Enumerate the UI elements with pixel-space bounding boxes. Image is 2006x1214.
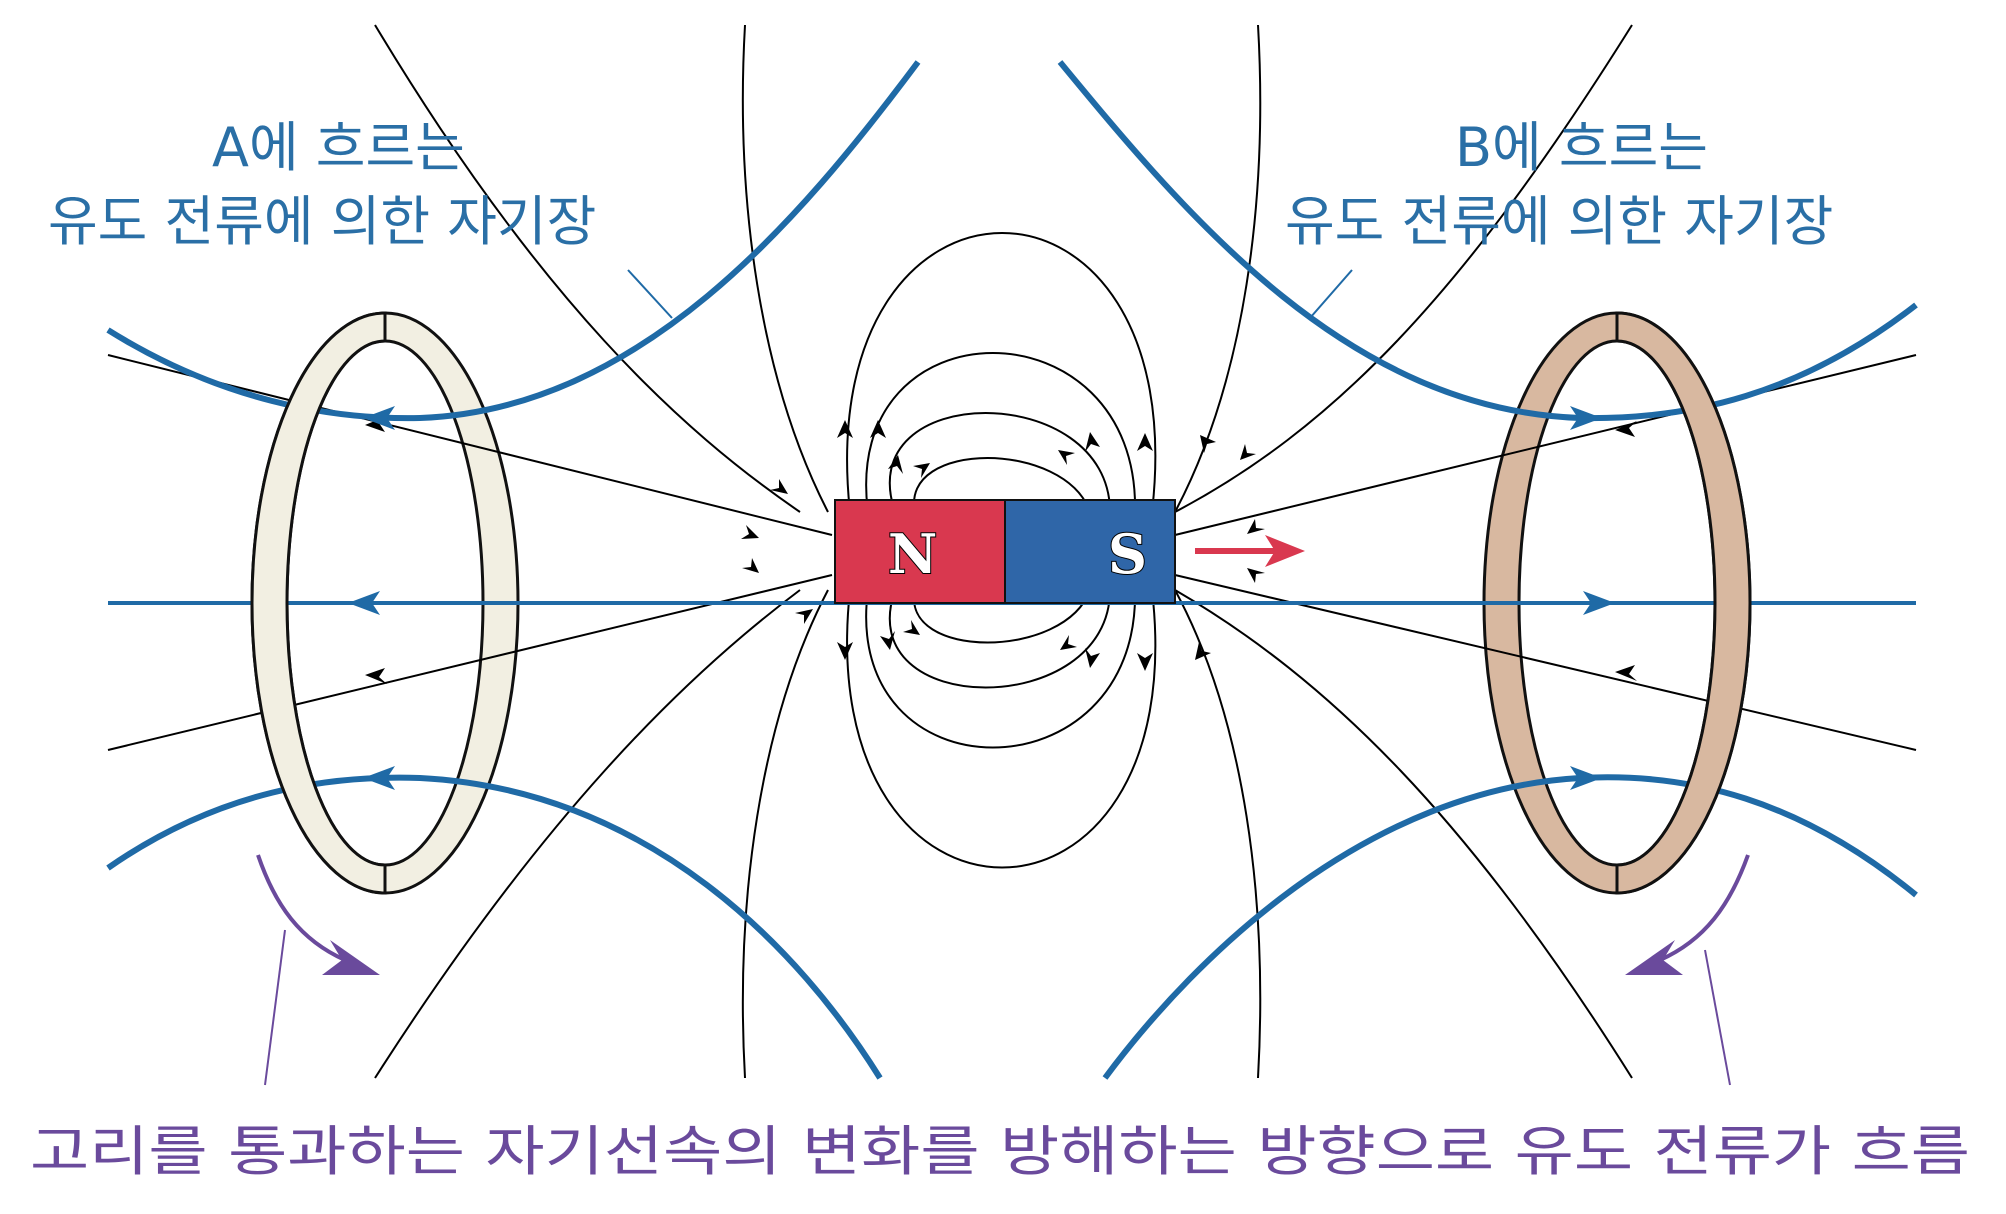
field-line-open-7 [374,589,801,1079]
field-line-loop-top-4 [846,232,1157,513]
far-arrow-2 [365,668,387,684]
induced-arrow-a-bottom [363,766,395,790]
induced-b-top [1057,60,1918,422]
ring-b-front [1615,311,1752,895]
field-arrow-22 [795,609,813,624]
magnet-north [834,499,1006,604]
field-arrow-13 [1247,519,1265,534]
field-arrow-7 [1137,433,1153,451]
induced-arrow-b-top [1570,406,1602,430]
field-arrow-9 [1240,444,1256,460]
field-line-open-2 [1174,24,1262,513]
induced-a-top [106,60,921,422]
field-arrow-21 [1195,642,1211,660]
induced-arrow-b-bottom [1570,766,1602,790]
field-arrow-1 [837,420,853,438]
field-line-open-5 [741,589,829,1079]
field-arrow-4 [913,463,930,478]
field-arrow-14 [1247,568,1265,583]
field-line-loop-bottom-4 [846,589,1157,869]
caption-leader-a [264,929,286,1086]
motion-arrow-head [1265,535,1305,567]
induced-field-arrows [348,406,1615,790]
south-pole-label: S [1108,522,1147,586]
field-arrow-15 [837,642,853,660]
current-arrows [256,854,1750,1086]
field-arrow-16 [880,631,895,650]
field-line-open-6 [1174,589,1262,1079]
induced-arrow-a-top [363,406,395,430]
bar-magnet: N S [834,499,1176,604]
ring-a-front-arc [250,311,387,895]
current-arrow-b [1659,854,1750,962]
current-arrow-a [256,854,346,962]
field-line-open-3 [374,24,801,513]
north-pole-label: N [888,522,937,586]
field-line-open-8 [1174,589,1633,1079]
field-line-horiz-3 [1174,354,1917,536]
current-arrow-b-head [1625,940,1683,975]
field-line-loop-top-2 [888,412,1111,513]
induced-arrow-b-axis [1583,591,1615,615]
field-arrow-19 [1085,648,1100,668]
field-arrow-18 [1060,635,1077,650]
field-arrow-3 [888,455,903,474]
field-arrow-12 [742,558,759,573]
motion-arrow [1195,535,1305,567]
field-line-open-1 [741,24,829,513]
induced-b-bottom [1102,774,1918,1080]
caption-leader-b [1704,949,1731,1086]
field-arrow-17 [903,620,920,635]
ring-a-front [250,311,387,895]
field-line-loop-top-3 [865,352,1137,513]
induced-a-bottom [106,774,883,1080]
field-arrow-5 [1058,450,1075,465]
ring-b-front-arc [1615,311,1752,895]
label-b-line1: B에 흐르는 [1455,116,1708,179]
field-line-loop-top-1 [913,457,1091,513]
label-b-line2: 유도 전류에 의한 자기장 [1285,190,1833,253]
label-a-line2: 유도 전류에 의한 자기장 [48,190,596,253]
field-arrow-6 [1085,432,1100,452]
caption: 고리를 통과하는 자기선속의 변화를 방해하는 방향으로 유도 전류가 흐름 [30,1120,1970,1183]
far-arrow-4 [1615,665,1637,681]
induced-arrow-a-axis [348,591,380,615]
field-arrow-2 [870,420,886,438]
label-b-leader [1309,269,1353,319]
field-line-open-4 [1174,24,1633,513]
magnet-field-arrows [741,420,1265,671]
field-arrow-20 [1137,653,1153,671]
label-a-leader [627,269,673,319]
field-arrow-11 [741,525,759,539]
field-line-loop-bottom-1 [913,589,1091,644]
far-arrow-3 [1615,421,1637,437]
current-arrow-a-head [322,940,380,975]
magnet-south [1004,499,1176,604]
field-line-loop-bottom-3 [865,589,1137,749]
label-a-line1: A에 흐르는 [212,116,465,179]
field-arrow-10 [770,479,788,494]
field-arrow-8 [1200,435,1216,453]
